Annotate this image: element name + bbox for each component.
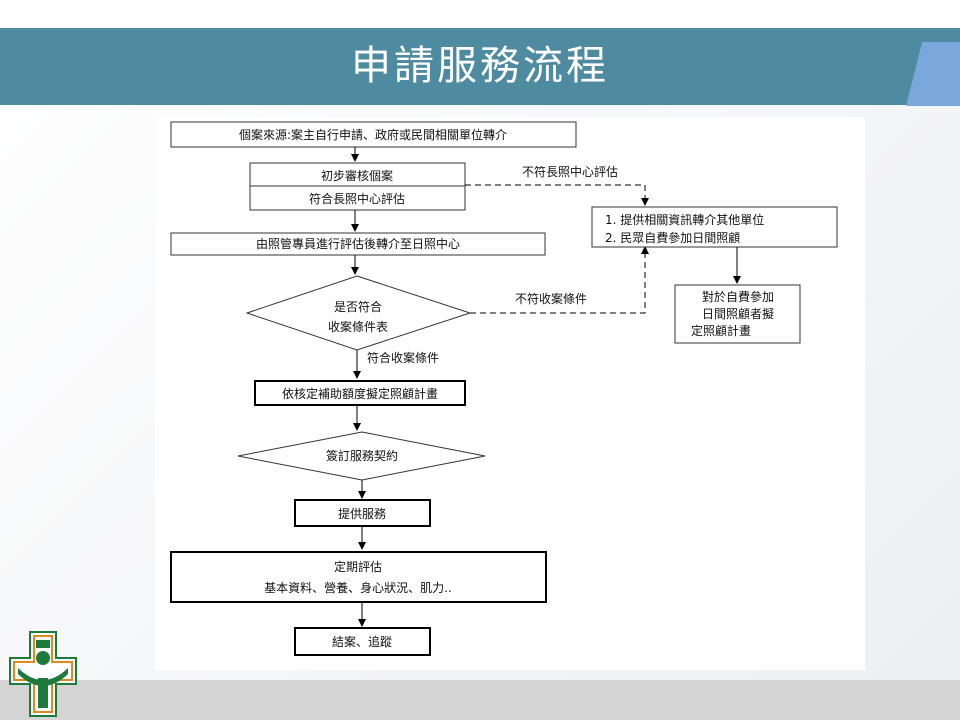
service-box xyxy=(294,499,431,527)
selfpay-plan-box xyxy=(674,284,801,344)
referral-label: 由照管專員進行評估後轉介至日照中心 xyxy=(256,236,460,251)
contract-label: 簽訂服務契約 xyxy=(326,448,398,463)
flowchart-canvas: 個案來源:案主自行申請、政府或民間相關單位轉介 初步審核個案 符合長照中心評估 … xyxy=(155,117,865,670)
decision-line1: 是否符合 xyxy=(334,299,382,314)
title-bar xyxy=(0,28,960,105)
close-case-box xyxy=(294,627,431,656)
not-meet-admission-label: 不符收案條件 xyxy=(515,291,587,306)
selfpay-line3: 定照顧計畫 xyxy=(691,323,751,338)
not-meet-assessment-label: 不符長照中心評估 xyxy=(522,164,618,179)
bottom-band xyxy=(0,680,960,720)
service-label: 提供服務 xyxy=(338,506,386,521)
selfpay-line2: 日間照顧者擬 xyxy=(702,306,774,321)
subsidy-plan-box xyxy=(254,380,466,406)
dashed-not-meet-admission xyxy=(470,246,649,314)
alternatives-box xyxy=(591,206,838,248)
organization-logo xyxy=(9,631,77,717)
subsidy-plan-label: 依核定補助額度擬定照顧計畫 xyxy=(282,386,438,401)
decision-line2: 收案條件表 xyxy=(328,319,388,334)
slide-title: 申請服務流程 xyxy=(351,43,609,89)
close-case-label: 結案、追蹤 xyxy=(332,634,392,649)
flowchart: 個案來源:案主自行申請、政府或民間相關單位轉介 初步審核個案 符合長照中心評估 … xyxy=(170,121,838,656)
periodic-eval-items: 基本資料、營養、身心狀況、肌力.. xyxy=(264,580,452,595)
meets-assessment-label: 符合長照中心評估 xyxy=(309,191,405,206)
meet-admission-label: 符合收案條件 xyxy=(367,350,439,365)
selfpay-line1: 對於自費參加 xyxy=(702,289,774,304)
periodic-eval-title: 定期評估 xyxy=(334,559,382,574)
alternatives-line2: 2. 民眾自費參加日間照顧 xyxy=(605,230,740,245)
alternatives-line1: 1. 提供相關資訊轉介其他單位 xyxy=(605,212,764,227)
initial-review-label: 初步審核個案 xyxy=(321,168,393,183)
periodic-eval-box xyxy=(170,551,547,603)
referral-box xyxy=(170,232,546,256)
dashed-not-meet-assessment xyxy=(465,184,649,206)
source-box xyxy=(170,121,577,148)
source-label: 個案來源:案主自行申請、政府或民間相關單位轉介 xyxy=(239,127,507,142)
top-strip xyxy=(0,0,960,28)
